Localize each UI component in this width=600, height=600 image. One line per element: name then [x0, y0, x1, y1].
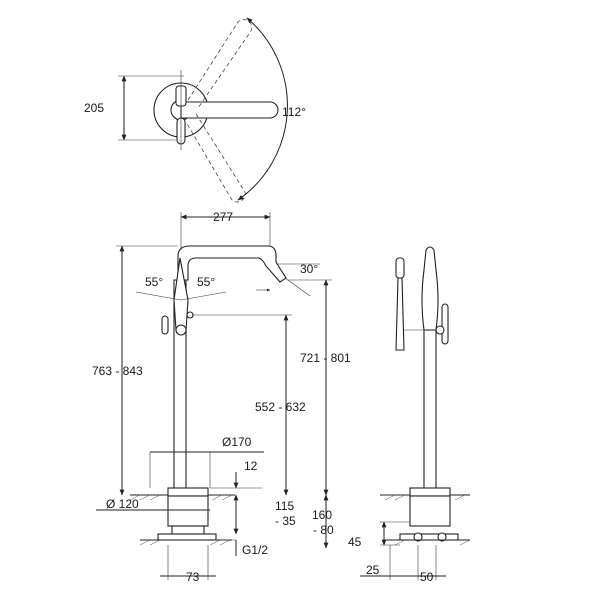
top-view-angle-label: 112° [282, 105, 306, 119]
front-thread-label: G1/2 [242, 543, 268, 557]
front-view: 277 30° 55° 55° 763 - 843 552 - 632 721 … [92, 210, 351, 584]
front-base-plate [167, 487, 209, 497]
side-depth-label-b: - 80 [313, 523, 334, 537]
front-rough-in-body [167, 495, 209, 527]
side-base-plate [409, 487, 451, 497]
front-depth-label-b: - 35 [275, 514, 296, 528]
side-25-label: 25 [366, 563, 380, 577]
side-lever [441, 303, 449, 345]
side-column [423, 329, 437, 493]
side-floor-hatch [384, 494, 471, 546]
front-angle-left-label: 55° [145, 275, 163, 289]
front-base-h-label: 12 [244, 459, 258, 473]
side-rough-in-body [409, 495, 451, 527]
side-45-label: 45 [348, 535, 362, 549]
front-depth-label-a: 115 [275, 499, 294, 513]
front-offset-label: 73 [186, 570, 200, 584]
side-depth-label-a: 160 [312, 508, 332, 522]
top-view-angle-arc [237, 17, 288, 201]
front-spout-angle-label: 30° [300, 262, 318, 276]
front-floor-hatch [129, 494, 233, 546]
side-50-label: 50 [420, 570, 434, 584]
top-view-height-label: 205 [84, 101, 104, 115]
side-hand-shower-handle [395, 277, 405, 351]
front-total-height-label: 763 - 843 [92, 364, 143, 378]
side-view: 160 - 80 45 25 50 [312, 246, 471, 584]
front-spout-height-label: 721 - 801 [300, 351, 351, 365]
front-spout [177, 245, 287, 283]
front-reach-label: 277 [213, 210, 233, 224]
front-base-dia-label: Ø170 [222, 435, 252, 449]
front-lever-height-label: 552 - 632 [255, 400, 306, 414]
side-hand-shower-head [395, 257, 405, 279]
top-view: 112° 205 [84, 17, 306, 203]
front-angle-right-label: 55° [197, 275, 215, 289]
front-lever-knob [175, 324, 187, 336]
front-floor-dia-label: Ø 120 [106, 497, 139, 511]
front-lever [161, 315, 169, 335]
side-spout-profile [421, 246, 439, 331]
top-view-spout-arm [180, 101, 279, 119]
